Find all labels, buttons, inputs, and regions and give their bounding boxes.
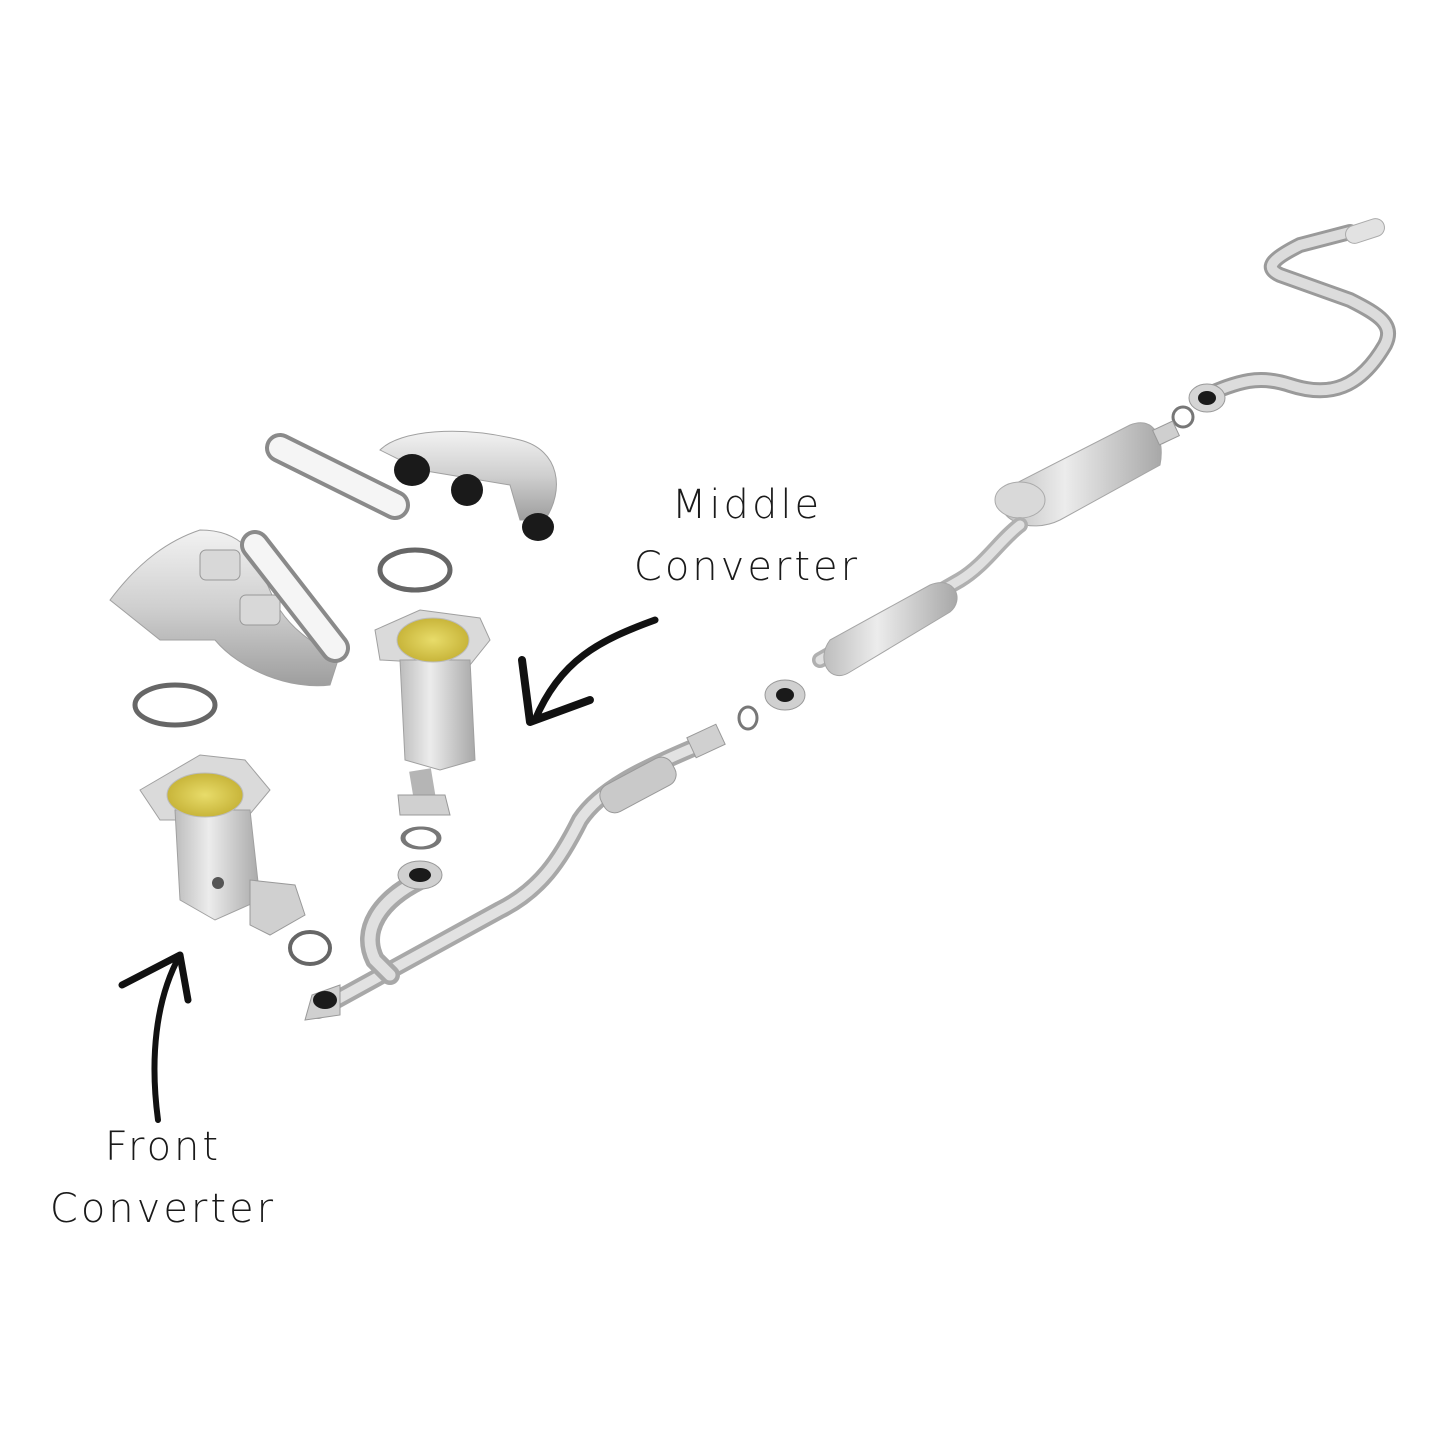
middle-converter-gasket [402, 826, 442, 850]
middle-converter [374, 609, 491, 816]
muffler [994, 420, 1181, 527]
front-converter [139, 754, 306, 936]
front-converter-arrow [118, 951, 192, 1123]
middle-converter-label: Middle Converter [622, 474, 872, 598]
rear-manifold-gasket [265, 433, 410, 520]
tailpipe [1171, 218, 1397, 429]
middle-converter-arrow [518, 616, 659, 726]
front-converter-label-line2: Converter [49, 1186, 277, 1232]
front-converter-gasket [288, 930, 332, 966]
front-converter-label: Front Converter [38, 1116, 288, 1240]
front-manifold-gasket [240, 530, 350, 663]
middle-converter-label-line2: Converter [633, 544, 861, 590]
y-pipe [360, 826, 443, 985]
flex-section [599, 756, 677, 814]
rear-gasket-ring [377, 547, 453, 593]
resonator-pipe [737, 517, 1028, 731]
middle-converter-label-line1: Middle [671, 482, 823, 528]
front-gasket-ring [132, 682, 218, 728]
front-exhaust-manifold [109, 529, 339, 687]
front-converter-label-line1: Front [104, 1124, 222, 1170]
rear-exhaust-manifold [379, 430, 557, 541]
front-pipe [304, 723, 726, 1021]
